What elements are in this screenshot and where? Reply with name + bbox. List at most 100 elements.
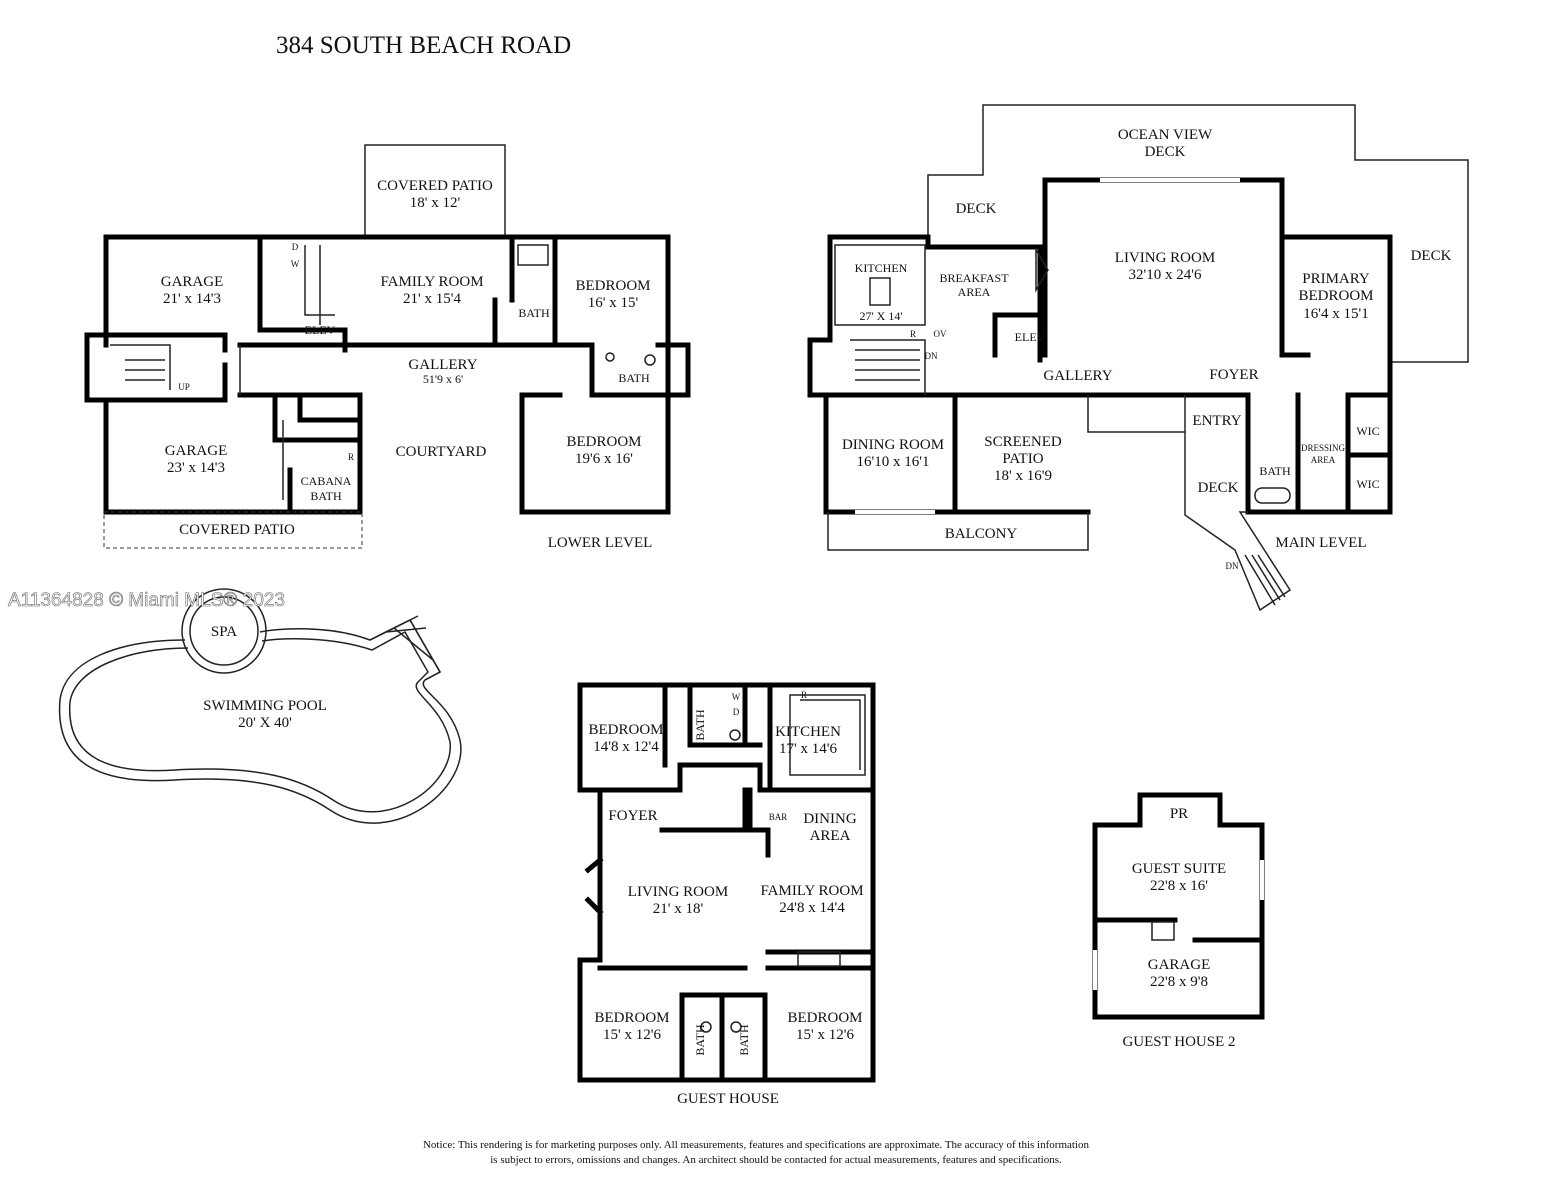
main-oven: OV — [934, 329, 947, 339]
main-room-2-dims: BEDROOM — [1298, 288, 1373, 304]
gh-washer: W — [732, 692, 741, 702]
gh-room-0-name: BEDROOM — [588, 722, 663, 738]
gh-room-3-dims: AREA — [810, 828, 851, 844]
spa-outer — [181, 588, 267, 674]
main-room-5-dims: 16'10 x 16'1 — [857, 454, 930, 470]
gh-room-4-dims: 21' x 18' — [653, 901, 704, 917]
main-patio-dims: 18' x 16'9 — [994, 468, 1052, 484]
main-room-6-name: SCREENED — [984, 434, 1062, 450]
gh2-room-2-dims: 22'8 x 9'8 — [1150, 974, 1208, 990]
gh-room-5-name: FAMILY ROOM — [760, 883, 863, 899]
lower-dryer: D — [292, 242, 299, 252]
pool-name: SWIMMING POOL — [203, 698, 327, 714]
lower-room-8-dims: BATH — [310, 489, 342, 503]
main-room-1-dims: 32'10 x 24'6 — [1129, 267, 1202, 283]
gh-room-1-name: KITCHEN — [775, 724, 841, 740]
lower-room-8-name: CABANA — [301, 474, 352, 488]
main-room-1-name: LIVING ROOM — [1115, 250, 1215, 266]
gh-bath-1: BATH — [693, 709, 707, 741]
main-bath: BATH — [1259, 464, 1291, 478]
lower-room-1-name: GARAGE — [161, 274, 224, 290]
lower-room-5-name: GARAGE — [165, 443, 228, 459]
lower-washer: W — [291, 259, 300, 269]
lower-elev: ELEV — [305, 323, 336, 337]
gh-room-2-name: FOYER — [608, 808, 657, 824]
pool-plan: SPA SWIMMING POOL 20' X 40' — [58, 588, 462, 824]
gh-bath-3: BATH — [737, 1024, 751, 1056]
gh-bath-2: BATH — [693, 1024, 707, 1056]
gh-bar: BAR — [769, 812, 788, 822]
main-fridge: R — [910, 329, 916, 339]
spa-inner — [189, 596, 259, 666]
main-balcony: BALCONY — [945, 526, 1018, 542]
lower-room-7-name: BEDROOM — [566, 434, 641, 450]
lower-room-0-name: COVERED PATIO — [377, 178, 493, 194]
gh-room-0-dims: 14'8 x 12'4 — [593, 739, 659, 755]
main-deck-top: DECK — [956, 201, 997, 217]
gh-room-3-name: DINING — [803, 811, 856, 827]
main-room-4-name: BREAKFAST — [939, 271, 1009, 285]
main-stairs-dn: DN — [925, 351, 938, 361]
gh-room-4-name: LIVING ROOM — [628, 884, 728, 900]
main-elev: ELEV — [1015, 330, 1046, 344]
property-title: 384 SOUTH BEACH ROAD — [276, 32, 571, 59]
covered-patio-bottom — [103, 511, 363, 549]
gh-room-5-dims: 24'8 x 14'4 — [779, 900, 845, 916]
gh-room-6-dims: 15' x 12'6 — [603, 1027, 661, 1043]
main-room-0-dims: DECK — [1145, 144, 1186, 160]
lower-room-2-dims: 21' x 15'4 — [403, 291, 461, 307]
lower-room-7-dims: 19'6 x 16' — [575, 451, 633, 467]
main-room-4-dims: AREA — [958, 285, 991, 299]
lower-room-3-name: BEDROOM — [575, 278, 650, 294]
lower-bath-2: BATH — [618, 371, 650, 385]
gh-room-7-name: BEDROOM — [787, 1010, 862, 1026]
main-dressing-area: AREA — [1311, 455, 1336, 465]
pool-dims: 20' X 40' — [238, 715, 292, 731]
main-wic-1: WIC — [1356, 424, 1379, 438]
main-room-5-name: DINING ROOM — [842, 437, 944, 453]
gh-fridge: R — [801, 690, 807, 700]
lower-room-2-name: FAMILY ROOM — [380, 274, 483, 290]
lower-room-4-name: GALLERY — [408, 357, 477, 373]
notice-line-2: is subject to errors, omissions and chan… — [490, 1154, 1062, 1166]
guest-house-plan: BEDROOM 14'8 x 12'4 KITCHEN 17' x 14'6 B… — [577, 682, 876, 1107]
lower-level-label: LOWER LEVEL — [548, 535, 653, 551]
lower-level-plan: COVERED PATIO 18' x 12' GARAGE 21' x 14'… — [84, 144, 691, 551]
main-wic-2: WIC — [1356, 477, 1379, 491]
gh-dryer: D — [733, 707, 740, 717]
main-entry: ENTRY — [1192, 413, 1241, 429]
gh-room-7-dims: 15' x 12'6 — [796, 1027, 854, 1043]
guest-house-label: GUEST HOUSE — [677, 1091, 779, 1107]
guest-house-2-plan: PR GUEST SUITE 22'8 x 16' GARAGE 22'8 x … — [1092, 792, 1265, 1050]
lower-room-1-dims: 21' x 14'3 — [163, 291, 221, 307]
lower-room-6-name: COURTYARD — [396, 444, 487, 460]
lower-room-4-dims: 51'9 x 6' — [423, 372, 463, 386]
main-room-3-name: KITCHEN — [855, 261, 908, 275]
gh2-room-0-name: PR — [1170, 806, 1188, 822]
gh-room-1-dims: 17' x 14'6 — [779, 741, 837, 757]
main-foyer: FOYER — [1209, 367, 1258, 383]
lower-room-5-dims: 23' x 14'3 — [167, 460, 225, 476]
main-room-0-name: OCEAN VIEW — [1118, 127, 1213, 143]
lower-room-0-dims: 18' x 12' — [410, 195, 461, 211]
main-stairs-dn-2: DN — [1226, 561, 1239, 571]
main-room-2-name: PRIMARY — [1302, 271, 1370, 287]
main-deck-entry: DECK — [1198, 480, 1239, 496]
gh2-room-1-name: GUEST SUITE — [1132, 861, 1226, 877]
main-room-3-dims: 27' X 14' — [860, 309, 903, 323]
lower-stairs-up: UP — [178, 382, 190, 392]
main-dressing: DRESSING — [1301, 443, 1346, 453]
spa-label: SPA — [211, 624, 237, 640]
guest-house-2-label: GUEST HOUSE 2 — [1122, 1034, 1235, 1050]
gh-room-6-name: BEDROOM — [594, 1010, 669, 1026]
gh2-room-2-name: GARAGE — [1148, 957, 1211, 973]
main-primary-dims: 16'4 x 15'1 — [1303, 306, 1368, 322]
main-gallery: GALLERY — [1043, 368, 1112, 384]
main-level-label: MAIN LEVEL — [1275, 535, 1366, 551]
mls-watermark: A11364828 © Miami MLS® 2023 — [8, 590, 285, 611]
gh2-room-1-dims: 22'8 x 16' — [1150, 878, 1208, 894]
lower-room-3-dims: 16' x 15' — [588, 295, 639, 311]
main-room-6-dims: PATIO — [1002, 451, 1043, 467]
lower-room-9-name: COVERED PATIO — [179, 522, 295, 538]
